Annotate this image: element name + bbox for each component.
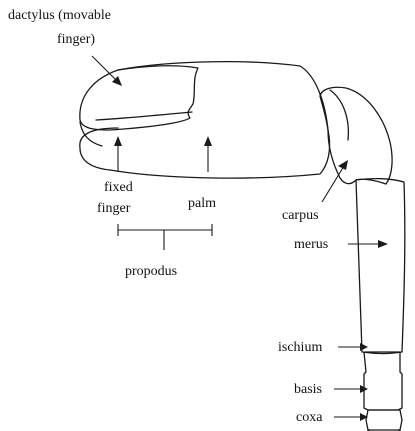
basis-outline: [366, 410, 402, 430]
carpus: [320, 87, 392, 184]
ischium-outline: [364, 352, 402, 410]
fixed-finger-label-line2: finger: [97, 201, 131, 216]
propodus-bracket: [118, 224, 212, 250]
propodus-label: propodus: [125, 264, 177, 279]
dactylus-leader: [92, 56, 118, 82]
fixed-finger-arrowhead: [114, 136, 122, 146]
ischium-arrowhead: [360, 343, 368, 351]
carpus-leader: [322, 166, 344, 202]
merus-label: merus: [294, 237, 328, 252]
coxa-label: coxa: [296, 410, 323, 425]
carpus-inner-line: [330, 90, 348, 140]
carpus-arrowhead: [338, 160, 348, 170]
fixed-finger-label-line1: fixed: [104, 180, 133, 195]
ischium-label: ischium: [278, 340, 322, 355]
merus-outline: [356, 179, 405, 354]
carpus-label: carpus: [282, 208, 319, 223]
dactylus-label-line2: finger): [57, 32, 95, 47]
basis-label: basis: [294, 382, 322, 397]
palm-label: palm: [188, 196, 216, 211]
merus-arrowhead: [378, 240, 388, 248]
carpus-outline: [320, 87, 392, 184]
palm-arrowhead: [204, 136, 212, 146]
chela-detail-line: [96, 112, 192, 120]
dactylus-label-line1: dactylus (movable: [8, 8, 111, 23]
